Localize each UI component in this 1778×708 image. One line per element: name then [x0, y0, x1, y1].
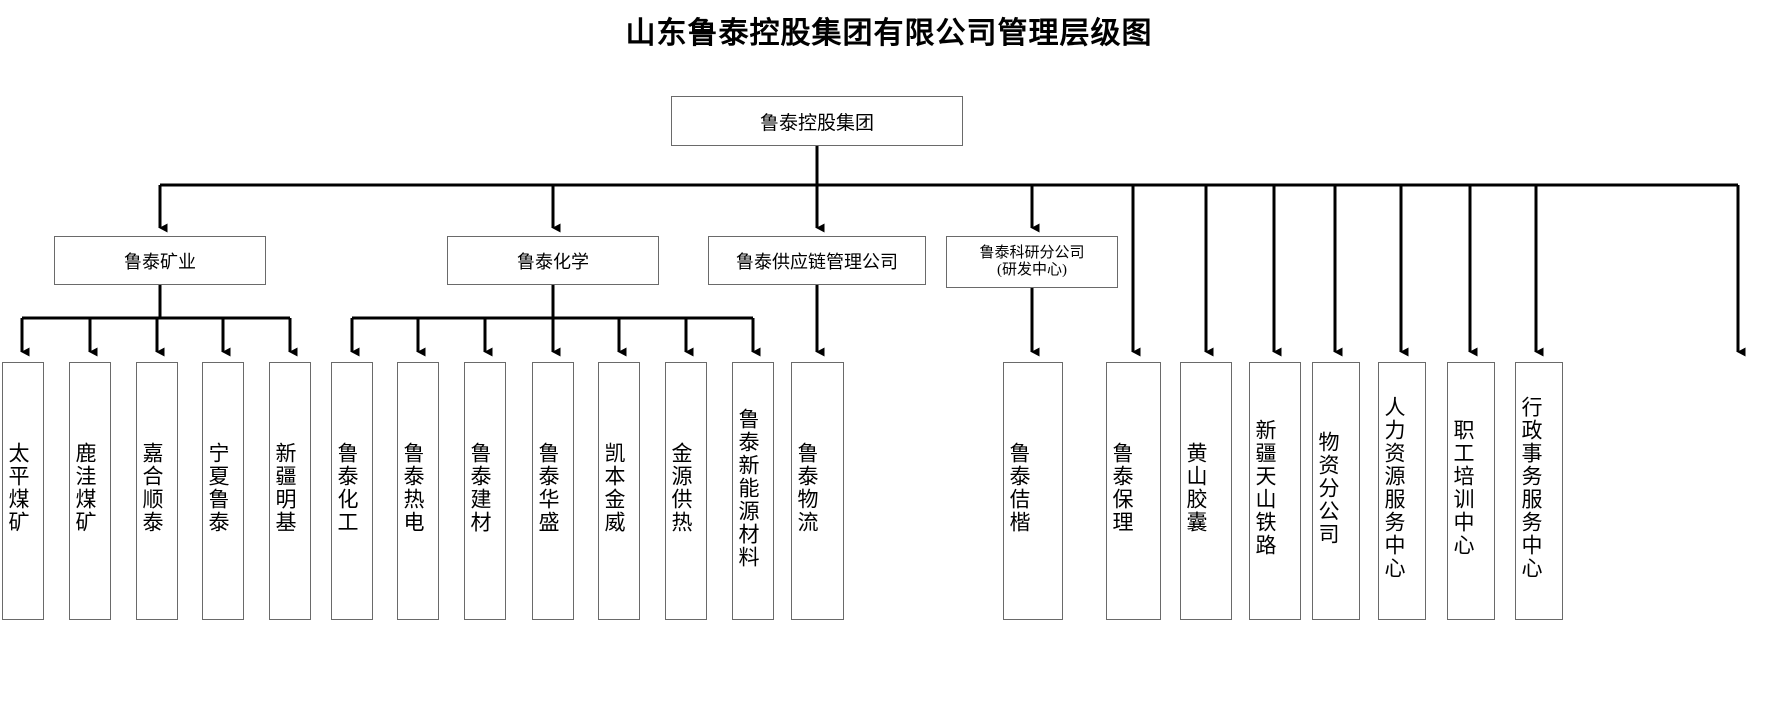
node-label: 鲁泰新能源材料	[736, 407, 760, 569]
node-label: 鲁泰控股集团	[759, 112, 874, 134]
node-research-branch[interactable]: 鲁泰科研分公司 (研发中心)	[946, 236, 1118, 288]
node-lutai-jiekai[interactable]: 鲁泰佶楷	[1003, 362, 1063, 620]
node-lutai-chemical[interactable]: 鲁泰化工	[331, 362, 373, 620]
node-label: 鲁泰热电	[401, 442, 425, 534]
node-luwa-coal[interactable]: 鹿洼煤矿	[69, 362, 111, 620]
node-lutai-thermal-power[interactable]: 鲁泰热电	[397, 362, 439, 620]
node-label: 金源供热	[669, 442, 693, 534]
node-label: 人力资源服务中心	[1382, 396, 1406, 580]
node-jinyuan-heating[interactable]: 金源供热	[665, 362, 707, 620]
node-materials-branch[interactable]: 物资分公司	[1312, 362, 1360, 620]
node-label: 嘉合顺泰	[140, 442, 164, 534]
node-label: 新疆天山铁路	[1253, 419, 1277, 557]
node-lutai-baoli[interactable]: 鲁泰保理	[1106, 362, 1161, 620]
node-label: 太平煤矿	[6, 442, 30, 534]
node-huangshan-capsule[interactable]: 黄山胶囊	[1180, 362, 1232, 620]
node-label: 鲁泰化学	[517, 251, 589, 272]
node-root[interactable]: 鲁泰控股集团	[671, 96, 963, 146]
node-kaiben-jinwei[interactable]: 凯本金威	[598, 362, 640, 620]
node-label: 鲁泰建材	[468, 442, 492, 534]
node-jiaheshuntai[interactable]: 嘉合顺泰	[136, 362, 178, 620]
node-label: 鲁泰化工	[335, 442, 359, 534]
node-xinjiang-mingji[interactable]: 新疆明基	[269, 362, 311, 620]
node-ningxia-lutai[interactable]: 宁夏鲁泰	[202, 362, 244, 620]
node-staff-training-center[interactable]: 职工培训中心	[1447, 362, 1495, 620]
node-label: 鲁泰科研分公司	[979, 244, 1085, 261]
node-label: 物资分公司	[1316, 430, 1340, 546]
node-label: 行政事务服务中心	[1519, 396, 1543, 580]
node-label: 鲁泰供应链管理公司	[736, 251, 898, 272]
node-label: 鲁泰华盛	[536, 442, 560, 534]
node-sublabel: (研发中心)	[997, 262, 1067, 278]
node-chemistry[interactable]: 鲁泰化学	[447, 236, 659, 285]
node-mining[interactable]: 鲁泰矿业	[54, 236, 266, 285]
node-label: 职工培训中心	[1451, 419, 1475, 557]
node-label: 黄山胶囊	[1184, 442, 1208, 534]
node-label: 鲁泰矿业	[124, 251, 196, 272]
node-label: 鲁泰物流	[795, 442, 819, 534]
node-lutai-building-materials[interactable]: 鲁泰建材	[464, 362, 506, 620]
node-label: 新疆明基	[273, 442, 297, 534]
node-lutai-logistics[interactable]: 鲁泰物流	[791, 362, 844, 620]
page-title: 山东鲁泰控股集团有限公司管理层级图	[625, 17, 1153, 50]
node-admin-affairs-service-center[interactable]: 行政事务服务中心	[1515, 362, 1563, 620]
node-label: 宁夏鲁泰	[206, 442, 230, 534]
node-label: 鲁泰保理	[1110, 442, 1134, 534]
node-supply-chain[interactable]: 鲁泰供应链管理公司	[708, 236, 926, 285]
node-label: 凯本金威	[602, 442, 626, 534]
node-lutai-new-energy-materials[interactable]: 鲁泰新能源材料	[732, 362, 774, 620]
node-xinjiang-tianshan-railway[interactable]: 新疆天山铁路	[1249, 362, 1301, 620]
node-lutai-huasheng[interactable]: 鲁泰华盛	[532, 362, 574, 620]
node-hr-service-center[interactable]: 人力资源服务中心	[1378, 362, 1426, 620]
node-label: 鹿洼煤矿	[73, 442, 97, 534]
node-label: 鲁泰佶楷	[1007, 442, 1031, 534]
node-taiping-coal[interactable]: 太平煤矿	[2, 362, 44, 620]
